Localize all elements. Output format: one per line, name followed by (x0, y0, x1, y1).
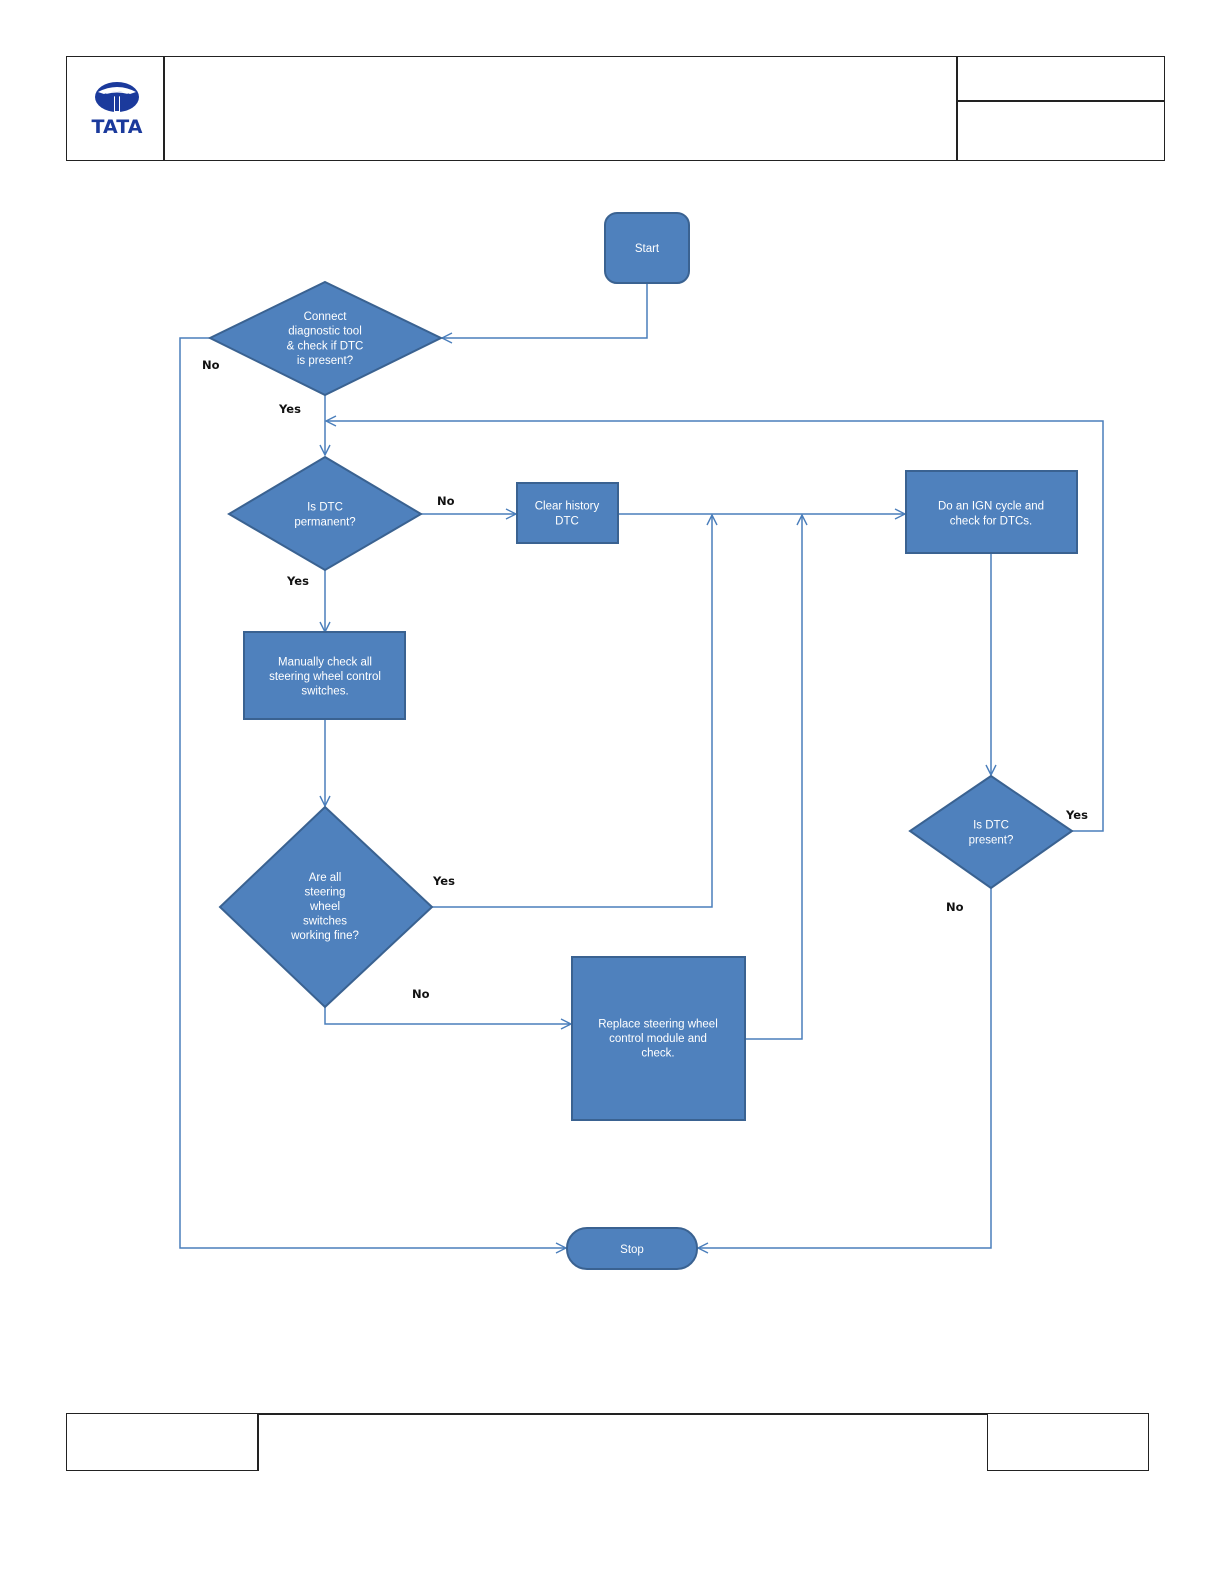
present-text: Is DTC present? (969, 820, 1014, 847)
node-text-line: present? (969, 834, 1014, 846)
clear-history-box (516, 482, 619, 544)
label-present-yes: Yes (1065, 808, 1088, 822)
label-permanent-yes: Yes (286, 574, 309, 588)
replace-text: Replace steering wheel control module and… (598, 1018, 718, 1059)
node-text-line: Is DTC (973, 820, 1009, 832)
footer-top-line (257, 1413, 988, 1415)
permanent-text: Is DTC permanent? (294, 502, 355, 529)
label-present-no: No (946, 900, 964, 914)
label-connect-yes: Yes (278, 402, 301, 416)
node-text-line: & check if DTC (287, 340, 364, 352)
node-text-line: check for DTCs. (950, 515, 1032, 527)
connect-decision (207, 280, 444, 397)
present-decision (908, 774, 1074, 890)
node-text-line: steering wheel control (269, 671, 381, 683)
edge-switches-yes-to-ign (432, 515, 712, 908)
label-switches-no: No (412, 987, 430, 1001)
node-text-line: Are all (309, 872, 342, 884)
node-text-line: switches. (301, 686, 348, 698)
label-connect-no: No (202, 358, 220, 372)
node-text-line: permanent? (294, 516, 355, 528)
start-text: Start (635, 243, 660, 255)
header-frame (66, 56, 1165, 161)
node-text-line: diagnostic tool (288, 326, 362, 338)
switches-text: Are all steering wheel switches working fine… (290, 872, 359, 942)
tata-logo-icon: TATA (92, 82, 143, 138)
node-text-line: Connect (304, 311, 348, 323)
edge-connect-no-to-stop (179, 337, 566, 1248)
header-divider-horizontal (956, 100, 1165, 102)
label-switches-yes: Yes (432, 874, 455, 888)
edge-start-to-connect (442, 283, 648, 338)
node-text-line: Clear history (535, 501, 600, 513)
replace-module-box (571, 956, 746, 1121)
label-permanent-no: No (437, 494, 455, 508)
footer-frame-right (987, 1413, 1149, 1471)
connect-text: Connect diagnostic tool & check if DTC is p… (287, 311, 364, 367)
node-text-line: Manually check all (278, 656, 372, 668)
node-text-line: control module and (609, 1033, 707, 1045)
ign-cycle-box (905, 470, 1078, 554)
node-text-line: Start (635, 243, 660, 255)
manual-text: Manually check all steering wheel control… (269, 656, 381, 697)
stop-node (566, 1227, 698, 1270)
header-divider-right (956, 56, 958, 161)
tata-logo: TATA (86, 80, 148, 138)
node-text-line: steering (305, 886, 346, 898)
footer-frame-left (66, 1413, 258, 1471)
edge-replace-to-ign (745, 515, 802, 1040)
node-text-line: wheel (309, 901, 340, 913)
node-text-line: Is DTC (307, 502, 343, 514)
node-text-line: check. (641, 1048, 674, 1060)
stop-text: Stop (620, 1244, 644, 1256)
permanent-decision (227, 455, 423, 572)
node-text-line: DTC (555, 515, 579, 527)
start-node (604, 212, 690, 284)
node-text-line: Stop (620, 1244, 644, 1256)
header-divider-left (163, 56, 165, 161)
logo-text: TATA (92, 116, 143, 138)
node-text-line: switches (303, 916, 347, 928)
edge-present-no-to-stop (698, 888, 992, 1248)
edge-present-yes-to-permanent (326, 421, 1104, 832)
node-text-line: working fine? (290, 930, 359, 942)
node-text-line: is present? (297, 355, 353, 367)
node-text-line: Replace steering wheel (598, 1018, 718, 1030)
footer-divider (257, 1413, 259, 1471)
node-text-line: Do an IGN cycle and (938, 501, 1044, 513)
ign-text: Do an IGN cycle and check for DTCs. (938, 501, 1044, 528)
manual-check-box (243, 631, 406, 720)
switches-decision (218, 805, 434, 1009)
edge-switches-no-to-replace (324, 1007, 571, 1024)
